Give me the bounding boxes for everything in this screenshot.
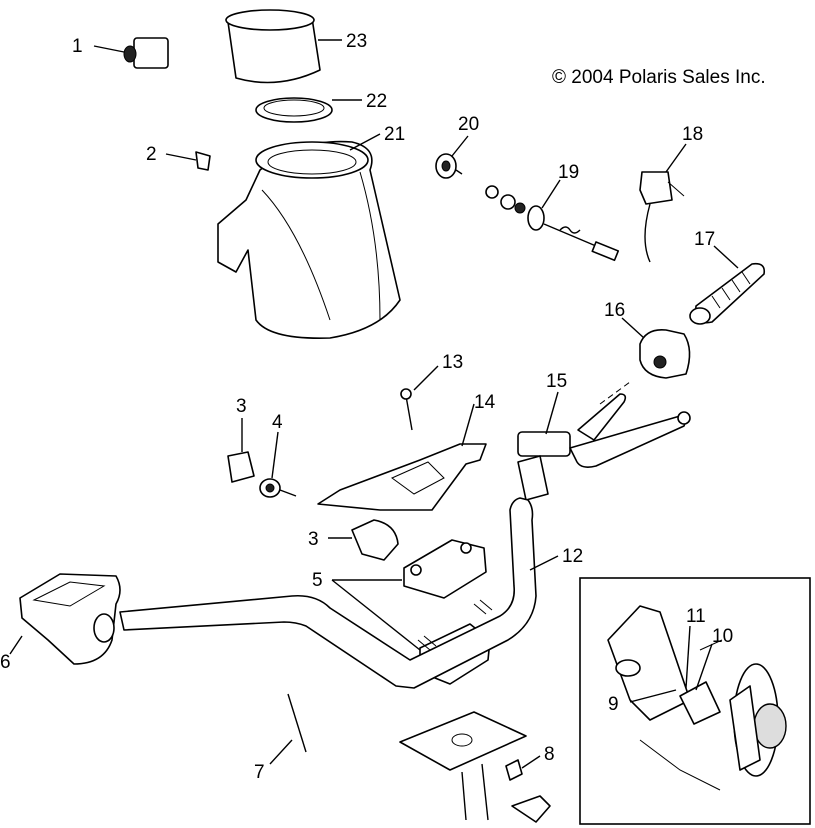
part-6-left-control <box>9 573 121 665</box>
callout-10: 10 <box>712 626 733 647</box>
part-14-mounting-plate <box>317 403 487 511</box>
callout-5: 5 <box>312 570 323 591</box>
callout-2: 2 <box>146 144 157 165</box>
callout-17: 17 <box>694 229 715 250</box>
callout-13: 13 <box>442 352 463 373</box>
part-22-ring <box>255 97 362 123</box>
callout-9: 9 <box>608 694 619 715</box>
part-23-sleeve <box>225 9 342 84</box>
part-4-nut <box>259 431 297 498</box>
callout-1: 1 <box>72 36 83 57</box>
detail-inset <box>579 577 811 825</box>
part-8-nut <box>505 755 551 823</box>
part-3-switch-upper <box>227 418 255 483</box>
part-13-bolt <box>400 365 439 431</box>
part-15-brake-lever <box>517 391 691 501</box>
callout-3-middle: 3 <box>308 529 319 550</box>
callout-8: 8 <box>544 744 555 765</box>
callout-11: 11 <box>686 606 706 627</box>
callout-20: 20 <box>458 114 479 135</box>
copyright-text: © 2004 Polaris Sales Inc. <box>552 67 766 88</box>
part-3-switch-middle <box>328 519 399 561</box>
part-20-nut <box>435 135 469 179</box>
part-17-grip <box>689 245 766 325</box>
callout-14: 14 <box>474 392 496 413</box>
callout-22: 22 <box>366 91 387 112</box>
part-18-switch <box>639 143 687 263</box>
part-1-bolt <box>93 37 169 69</box>
part-2-screw <box>165 151 211 171</box>
part-12-handlebar <box>119 497 559 689</box>
part-21-handlebar-cowl <box>217 133 401 339</box>
callout-23: 23 <box>346 31 367 52</box>
callout-15: 15 <box>546 371 567 392</box>
callout-4: 4 <box>272 412 283 433</box>
callout-7: 7 <box>254 762 265 783</box>
part-7-cable-tie <box>269 693 307 765</box>
steering-mount-bracket <box>399 711 527 821</box>
callout-19: 19 <box>558 162 579 183</box>
callout-12: 12 <box>562 546 583 567</box>
part-19-throttle-cable <box>485 179 620 262</box>
callout-16: 16 <box>604 300 625 321</box>
callout-3-upper: 3 <box>236 396 247 417</box>
callout-18: 18 <box>682 124 703 145</box>
callout-21: 21 <box>384 124 405 145</box>
callout-6: 6 <box>0 652 11 673</box>
part-16-throttle-housing <box>599 317 691 405</box>
